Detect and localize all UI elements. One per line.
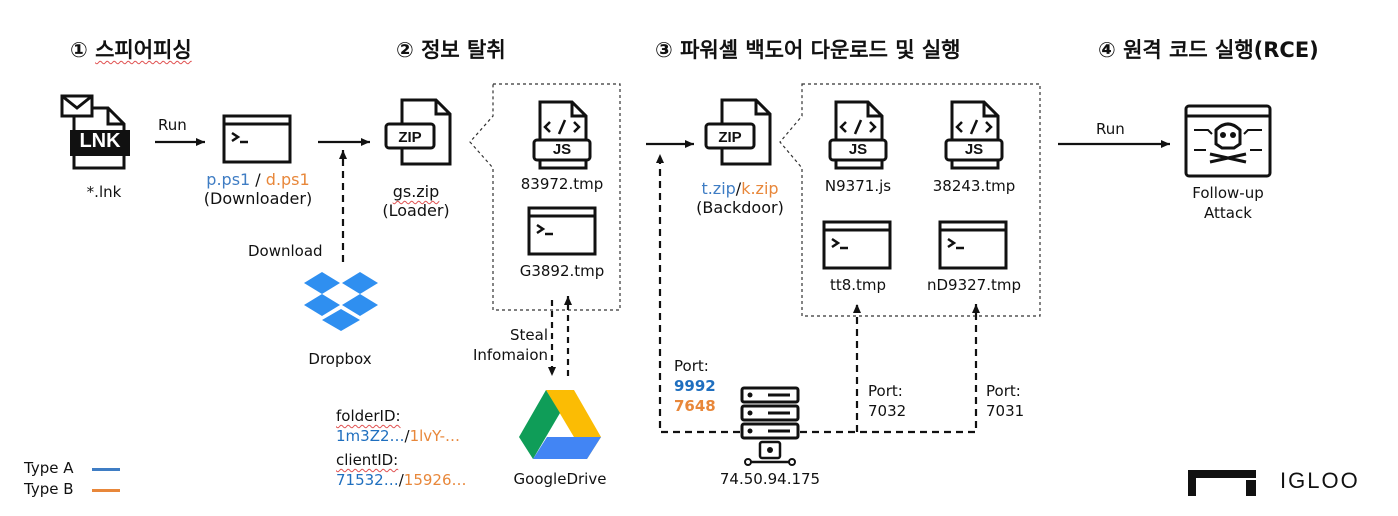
dropbox-name: Dropbox (308, 350, 372, 368)
attack-line-1: Follow-up (1192, 184, 1264, 202)
port-mid-value: 7032 (868, 402, 907, 420)
gdrive-blue-segment (533, 437, 601, 459)
arrow-server-to-backdoor (656, 154, 740, 434)
port-left-b: 7648 (674, 397, 716, 416)
file-nd9327: nD9327.tmp (926, 276, 1021, 294)
stage-3-title: ③ 파워셸 백도어 다운로드 및 실행 (655, 34, 961, 64)
js-file-icon-83972 (532, 100, 592, 170)
downloader-files: p.ps1 / d.ps1 (198, 170, 318, 189)
zip-file-icon-backdoor (704, 98, 772, 166)
gdrive-client-values: 71532…/15926… (336, 471, 467, 490)
igloo-logo-text: IGLOO (1280, 468, 1360, 493)
downloader-sep: / (250, 170, 266, 189)
loader-filename: gs.zip (376, 182, 456, 201)
lnk-filename: *.lnk (86, 183, 122, 201)
stage-2-label: 정보 탈취 (421, 38, 506, 62)
skull-computer-icon (1184, 104, 1272, 178)
terminal-icon-g3892 (527, 206, 597, 256)
port-mid-label: Port: (868, 382, 903, 400)
stage3-group-box (779, 83, 1041, 317)
terminal-icon-tt8 (822, 220, 892, 270)
google-drive-logo-icon (519, 390, 601, 459)
downloader-role: (Downloader) (203, 189, 313, 208)
zip-file-icon-loader (384, 98, 452, 166)
port-left-label: Port: (674, 357, 709, 375)
stage-1-number: ① (70, 38, 88, 62)
stage-4-number: ④ (1098, 38, 1116, 62)
attack-line-2: Attack (1204, 204, 1252, 222)
js-badge-n9371: JS (848, 141, 868, 158)
backdoor-role: (Backdoor) (696, 198, 784, 217)
folder-id-sep: / (404, 427, 410, 445)
client-id-b: 15926… (403, 471, 467, 489)
loader-zip-badge: ZIP (398, 129, 422, 146)
js-badge-83972: JS (552, 141, 572, 158)
stage-4-title: ④ 원격 코드 실행(RCE) (1098, 34, 1319, 64)
terminal-icon-nd9327 (938, 220, 1008, 270)
folder-id-label: folderID: (336, 407, 401, 425)
legend-type-a-swatch (92, 468, 120, 471)
lnk-badge: LNK (79, 130, 121, 152)
stage-3-label: 파워셸 백도어 다운로드 및 실행 (680, 38, 961, 62)
client-id-label: clientID: (336, 451, 399, 469)
gdrive-folder-values: 1m3Z2…/1lvY-… (336, 427, 460, 446)
file-n9371: N9371.js (824, 177, 892, 195)
client-id-a: 71532… (336, 471, 399, 489)
backdoor-file-b: k.zip (741, 179, 779, 198)
server-icon (740, 386, 800, 466)
loader-role: (Loader) (382, 201, 450, 220)
port-7648: 7648 (674, 397, 716, 415)
client-id-sep: / (398, 471, 404, 489)
loader-filename-text: gs.zip (392, 182, 440, 201)
backdoor-zip-badge: ZIP (718, 129, 742, 146)
dropbox-download-label: Download (248, 242, 323, 260)
igloo-logo-mark (1188, 470, 1256, 496)
steal-label-1: Steal (510, 326, 548, 344)
stage-2-title: ② 정보 탈취 (396, 34, 506, 64)
legend-type-b-label: Type B (24, 480, 74, 498)
port-9992: 9992 (674, 377, 716, 395)
skull-icon (1214, 122, 1242, 150)
folder-id-a: 1m3Z2… (336, 427, 405, 445)
stage-2-number: ② (396, 38, 414, 62)
downloader-file-b: d.ps1 (265, 170, 310, 189)
gdrive-client-label: clientID: (336, 451, 398, 470)
port-left-a: 9992 (674, 377, 716, 396)
port-right-label: Port: (986, 382, 1021, 400)
steal-label-2: Infomaion (472, 346, 548, 364)
lnk-run-label: Run (158, 116, 187, 134)
dropbox-logo-icon (304, 272, 378, 331)
js-badge-38243: JS (964, 141, 984, 158)
js-file-icon-n9371 (828, 100, 888, 170)
attack-run-label: Run (1096, 120, 1125, 138)
backdoor-file-a: t.zip (701, 179, 736, 198)
stage-1-label: 스피어피싱 (95, 38, 192, 62)
server-ip: 74.50.94.175 (719, 470, 821, 488)
file-tt8: tt8.tmp (829, 276, 887, 294)
gdrive-folder-label: folderID: (336, 407, 401, 426)
folder-id-b: 1lvY-… (409, 427, 460, 445)
file-83972: 83972.tmp (520, 175, 604, 193)
stage-4-label: 원격 코드 실행(RCE) (1123, 38, 1319, 62)
gdrive-name: GoogleDrive (513, 470, 607, 488)
file-g3892: G3892.tmp (519, 262, 605, 280)
legend-type-a-label: Type A (24, 459, 74, 477)
stage2-group-box (469, 83, 621, 311)
lnk-file-icon (60, 94, 130, 170)
terminal-icon-downloader (222, 114, 292, 164)
backdoor-files: t.zip/k.zip (690, 179, 790, 198)
file-38243: 38243.tmp (932, 177, 1016, 195)
js-file-icon-38243 (944, 100, 1004, 170)
legend-type-b-swatch (92, 489, 120, 492)
stage-3-number: ③ (655, 38, 673, 62)
stage-1-title: ① 스피어피싱 (70, 34, 192, 64)
port-right-value: 7031 (986, 402, 1025, 420)
backdoor-sep: / (735, 179, 742, 198)
gdrive-green-segment (519, 390, 560, 459)
downloader-file-a: p.ps1 (206, 170, 251, 189)
